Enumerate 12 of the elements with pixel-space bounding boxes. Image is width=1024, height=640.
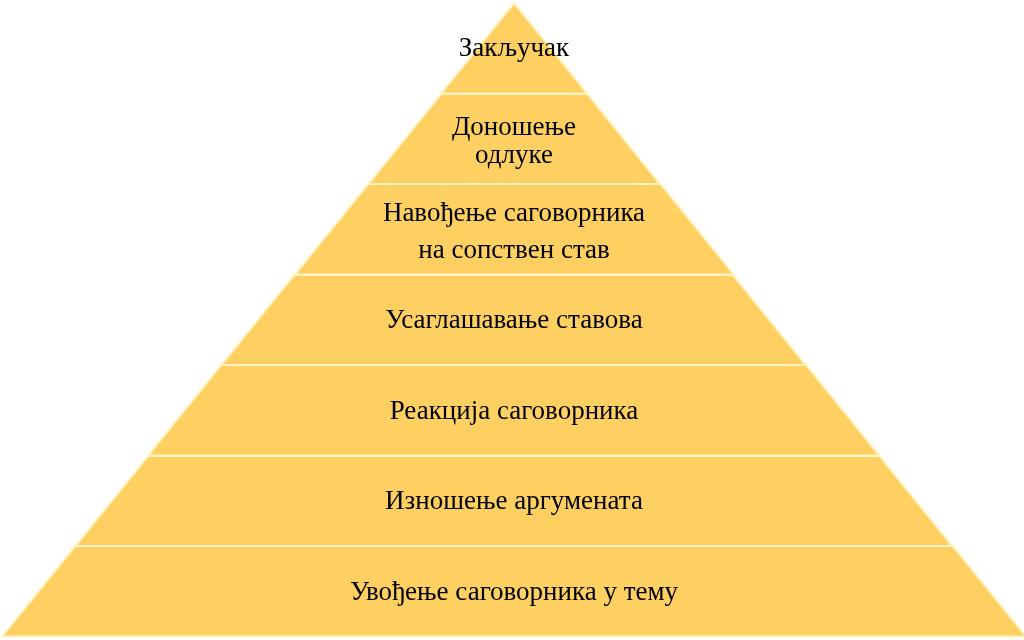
pyramid-tier <box>221 274 807 366</box>
tier-label: Увођење саговорника у тему <box>349 576 679 608</box>
tier-label: Реакција саговорника <box>389 395 639 427</box>
tier-label: Изношење аргумената <box>385 485 643 517</box>
tier-label: Навођење саговорника на сопствен став <box>381 196 647 267</box>
tier-label: Доношење одлуке <box>450 111 578 169</box>
tier-label: Усаглашавање ставова <box>385 304 643 336</box>
pyramid-tier <box>2 546 1024 637</box>
pyramid-tier <box>75 455 953 547</box>
pyramid-tier <box>367 93 661 185</box>
pyramid-tier <box>148 365 880 456</box>
pyramid-tier <box>294 184 734 275</box>
